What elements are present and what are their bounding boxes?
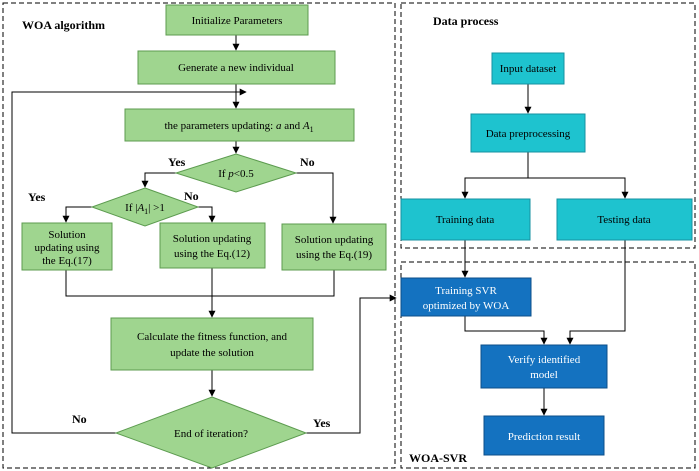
arrow-condp-no bbox=[296, 172, 337, 224]
svg-text:If |A1| >1: If |A1| >1 bbox=[125, 202, 165, 216]
woa-svr-panel-title: WOA-SVR bbox=[409, 451, 467, 465]
svg-text:the parameters updating: a and: the parameters updating: a and A1 bbox=[164, 120, 313, 134]
loop-no-back bbox=[11, 88, 247, 434]
decision-p: If p<0.5 bbox=[174, 153, 298, 193]
node-sol-eq12: Solution updating using the Eq.(12) bbox=[159, 222, 266, 269]
node-sol-eq17: Solution updating using the Eq.(17) bbox=[21, 222, 113, 271]
merge-sol17 bbox=[65, 270, 335, 297]
svg-text:Testing data: Testing data bbox=[597, 214, 650, 226]
woa-svr-panel bbox=[400, 261, 696, 469]
decision-a: If |A1| >1 bbox=[90, 187, 200, 227]
label-yes-a: Yes bbox=[28, 190, 46, 204]
node-prediction-result: Prediction result bbox=[483, 415, 605, 456]
arrow-conda-yes bbox=[62, 206, 92, 223]
arrow-condp-yes bbox=[141, 172, 176, 188]
arrow-testing-verify bbox=[566, 240, 626, 345]
arrow-preprocess-training bbox=[461, 152, 529, 199]
label-no-end: No bbox=[72, 412, 87, 426]
label-no-a: No bbox=[184, 189, 199, 203]
svg-text:Solution updating: Solution updating bbox=[295, 234, 374, 246]
svg-text:updating using: updating using bbox=[34, 242, 100, 254]
decision-end: End of iteration? bbox=[114, 396, 308, 469]
node-testing-data: Testing data bbox=[556, 198, 693, 241]
node-input-dataset: Input dataset bbox=[491, 52, 565, 85]
svg-text:Training SVR: Training SVR bbox=[435, 285, 497, 297]
svg-text:using the Eq.(12): using the Eq.(12) bbox=[174, 248, 250, 260]
svg-text:End of iteration?: End of iteration? bbox=[174, 428, 248, 440]
data-process-panel-title: Data process bbox=[433, 14, 499, 28]
node-initialize: Initialize Parameters bbox=[165, 4, 309, 36]
node-verify-model: Verify identified model bbox=[480, 344, 608, 389]
label-no-p: No bbox=[300, 155, 315, 169]
node-training-data: Training data bbox=[400, 198, 531, 241]
svg-text:using the Eq.(19): using the Eq.(19) bbox=[296, 249, 372, 261]
svg-text:Initialize Parameters: Initialize Parameters bbox=[192, 15, 283, 27]
svg-text:model: model bbox=[530, 369, 558, 381]
node-fitness: Calculate the fitness function, and upda… bbox=[110, 317, 314, 371]
node-training-svr: Training SVR optimized by WOA bbox=[400, 277, 532, 317]
node-update-params: the parameters updating: a and A1 bbox=[124, 108, 355, 142]
label-yes-p: Yes bbox=[168, 155, 186, 169]
node-generate: Generate a new individual bbox=[137, 50, 336, 85]
arrow-preprocess-testing bbox=[528, 177, 629, 199]
arrow-conda-no bbox=[198, 206, 216, 223]
svg-text:If p<0.5: If p<0.5 bbox=[218, 168, 254, 180]
svg-text:Solution updating: Solution updating bbox=[173, 233, 252, 245]
connectors bbox=[11, 35, 629, 434]
svg-text:the Eq.(17): the Eq.(17) bbox=[42, 255, 92, 267]
svg-text:update the solution: update the solution bbox=[170, 347, 254, 359]
svg-text:Generate a new individual: Generate a new individual bbox=[178, 62, 294, 74]
svg-text:Calculate the fitness function: Calculate the fitness function, and bbox=[137, 331, 287, 343]
node-sol-eq19: Solution updating using the Eq.(19) bbox=[281, 223, 387, 271]
svg-text:Verify identified: Verify identified bbox=[508, 354, 581, 366]
arrow-end-yes bbox=[306, 294, 397, 434]
woa-panel bbox=[2, 2, 396, 469]
svg-text:Data preprocessing: Data preprocessing bbox=[486, 128, 571, 140]
arrow-svr-verify bbox=[464, 316, 548, 345]
svg-text:Prediction result: Prediction result bbox=[508, 431, 580, 443]
data-process-panel bbox=[400, 2, 696, 249]
svg-text:optimized by WOA: optimized by WOA bbox=[423, 300, 510, 312]
svg-text:Input dataset: Input dataset bbox=[500, 63, 557, 75]
node-data-preprocessing: Data preprocessing bbox=[470, 113, 586, 153]
label-yes-end: Yes bbox=[313, 416, 331, 430]
woa-panel-title: WOA algorithm bbox=[22, 18, 105, 32]
svg-text:Solution: Solution bbox=[48, 229, 86, 241]
svg-text:Training data: Training data bbox=[436, 214, 495, 226]
